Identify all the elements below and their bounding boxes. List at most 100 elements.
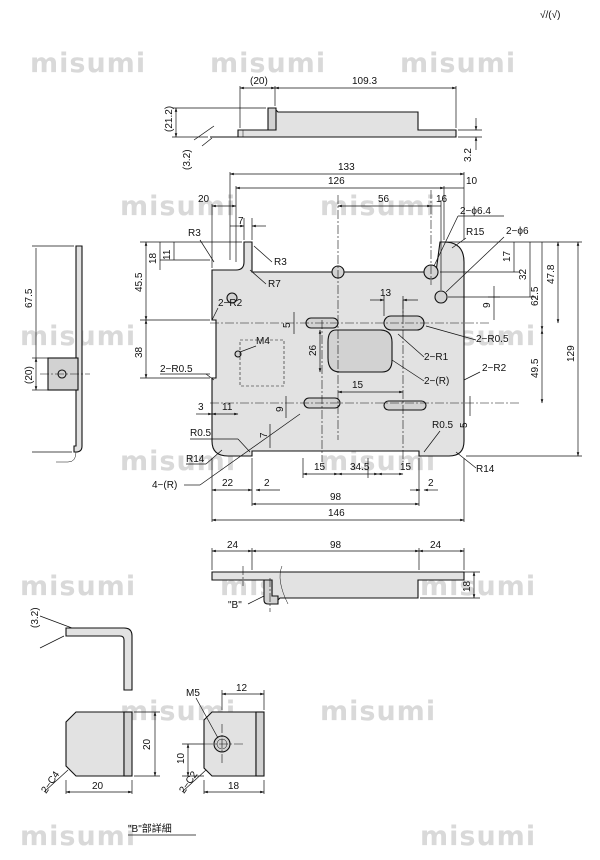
side-view-plate [73,245,83,453]
callout-c4: 2−C4 [39,769,62,795]
dim-16: 16 [436,194,448,205]
dim-15-a: 15 [314,462,326,473]
dim-20-detail-v: 20 [142,738,153,750]
callout-phi6: 2−ϕ6 [506,226,529,237]
leader-line [463,371,481,381]
dim-3-inner: 3 [198,402,204,413]
dim-133: 133 [338,162,355,173]
dim-5-right: 5 [459,422,470,428]
dim-12-detail: 12 [236,683,248,694]
callout-r-2: 2−(R) [424,376,449,387]
top-view: (20) 109.3 (21.2) (3.2) 3.2 [164,76,482,170]
dim-22: 22 [222,478,234,489]
dim-20-paren: (20) [250,76,268,87]
dim-26: 26 [308,344,319,356]
front-view: 24 98 24 18 "B" [211,540,480,612]
detail-face-left [65,711,125,777]
leader-line [201,137,213,147]
callout-m5: M5 [186,688,200,699]
leader-line [195,697,219,739]
hidden-feature [239,339,285,387]
top-view-body [210,107,457,138]
leader-line [239,345,257,353]
callout-hole-2-r2: 2−R2 [218,298,243,309]
front-view-body [211,571,465,603]
dim-129: 129 [566,345,577,362]
dim-18: 18 [148,252,159,264]
dim-24-a: 24 [227,540,239,551]
dim-126: 126 [328,176,345,187]
leader-line [423,430,441,453]
dim-10-detail: 10 [176,752,187,764]
roughness-symbol: √/(√) [540,9,560,21]
dim-24-b: 24 [430,540,442,551]
leader-line [451,237,467,249]
dim-56: 56 [378,194,390,205]
leader-line [199,239,215,263]
dim-98: 98 [330,492,342,503]
leader-line [205,373,215,381]
callout-c2: 2−C2 [177,769,200,795]
watermark: misumi [400,48,516,79]
plan-view [210,190,520,462]
detail-face-left-edge [123,711,133,777]
dim-17: 17 [502,250,513,262]
dim-109-3: 109.3 [352,76,377,87]
dim-38: 38 [134,346,145,358]
leader-line [249,269,267,285]
callout-phi6-4: 2−ϕ6.4 [460,206,491,217]
dim-3-2-left: (3.2) [182,149,193,170]
leader-line [39,615,73,629]
dim-20-side: (20) [24,366,35,384]
callout-r3-b: R3 [274,257,287,268]
callout-r2-2-right: 2−R2 [482,363,507,374]
callout-r14-left: R14 [186,454,205,465]
leader-line [425,325,477,341]
leader-line [39,635,65,649]
dim-47-8: 47.8 [546,264,557,284]
callout-4-r: 4−(R) [152,480,177,491]
dim-10: 10 [466,176,478,187]
top-view-bend [267,107,277,131]
callout-r1-2: 2−R1 [424,352,449,363]
plan-bottom-dimensions: 15 34.5 15 22 2 2 98 146 [211,458,465,522]
hole-phi6 [434,290,448,304]
watermark: misumi [20,571,136,602]
callout-r05-2-left: 2−R0.5 [160,364,193,375]
leader-line [247,595,265,605]
callout-r05-left: R0.5 [190,428,212,439]
label-b-callout: "B" [228,600,242,611]
leader-line [199,413,301,486]
plan-left-callouts: R3 R3 R7 2−R2 M4 2−R0.5 R0.5 R14 4−(R) [152,228,301,491]
detail-l-profile [65,627,133,691]
dim-20-detail-h: 20 [92,781,104,792]
watermark: misumi [120,191,236,222]
dim-34-5: 34.5 [350,462,370,473]
dim-9-right: 9 [482,302,493,308]
dim-62-5: 62.5 [530,286,541,306]
leader-line [43,769,69,793]
leader-line [433,215,459,267]
dim-49-5: 49.5 [530,358,541,378]
detail-b: (3.2) 20 20 2−C4 M5 12 10 18 [30,607,265,836]
front-view-bend [263,579,279,605]
plan-right-dimensions: 129 17 32 47.8 62.5 49.5 9 5 [440,241,582,457]
dim-15-mid: 15 [352,380,364,391]
dim-20-top: 20 [198,194,210,205]
leader-line [211,307,219,321]
leader-line [253,245,273,263]
dim-13: 13 [380,288,392,299]
callout-r15: R15 [466,227,485,238]
dim-21-2: (21.2) [164,106,175,132]
dim-15-b: 15 [400,462,412,473]
callout-r7: R7 [268,279,281,290]
left-side-view: 67.5 (20) [24,245,90,463]
plan-right-callouts: 2−ϕ6.4 R15 2−ϕ6 2−R0.5 2−R1 2−(R) 2−R2 R… [391,206,529,475]
callout-r05-2-right: 2−R0.5 [476,334,509,345]
dim-11: 11 [162,249,173,260]
callout-m4: M4 [256,336,270,347]
leader-line [193,125,215,141]
plan-inner-dimensions: 13 5 26 15 9 7 3 11 [196,288,418,448]
dim-7-top: 7 [238,216,244,227]
